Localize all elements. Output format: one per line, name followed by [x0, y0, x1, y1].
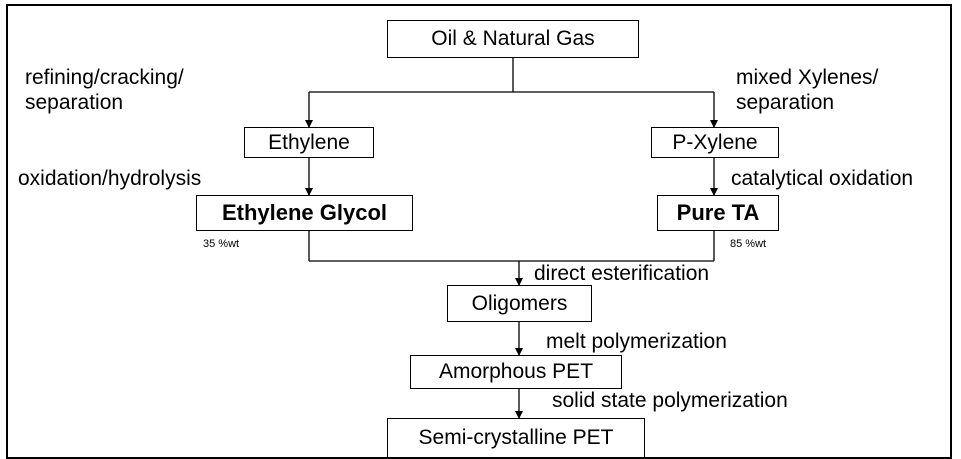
label-ethylene-glycol-wt: 35 %wt: [203, 238, 240, 250]
label-mixed-xylenes-separation: mixed Xylenes/ separation: [736, 66, 879, 114]
label-direct-esterification: direct esterification: [534, 262, 710, 285]
label-pure-ta-wt: 85 %wt: [730, 238, 767, 250]
node-amorphous-pet: Amorphous PET: [410, 355, 622, 389]
label-refining-cracking-separation: refining/cracking/ separation: [25, 66, 184, 114]
node-ethylene: Ethylene: [244, 127, 374, 158]
node-p-xylene: P-Xylene: [651, 127, 779, 158]
node-ethylene-glycol: Ethylene Glycol: [196, 195, 413, 231]
label-melt-polymerization: melt polymerization: [546, 330, 727, 353]
node-pure-ta: Pure TA: [657, 195, 779, 231]
label-catalytical-oxidation: catalytical oxidation: [731, 167, 914, 190]
node-semicrystalline-pet: Semi-crystalline PET: [387, 418, 645, 458]
label-oxidation-hydrolysis: oxidation/hydrolysis: [18, 167, 202, 190]
node-oligomers: Oligomers: [447, 285, 592, 322]
node-oil-natural-gas: Oil & Natural Gas: [387, 20, 639, 58]
label-solid-state-polymerization: solid state polymerization: [552, 389, 788, 412]
